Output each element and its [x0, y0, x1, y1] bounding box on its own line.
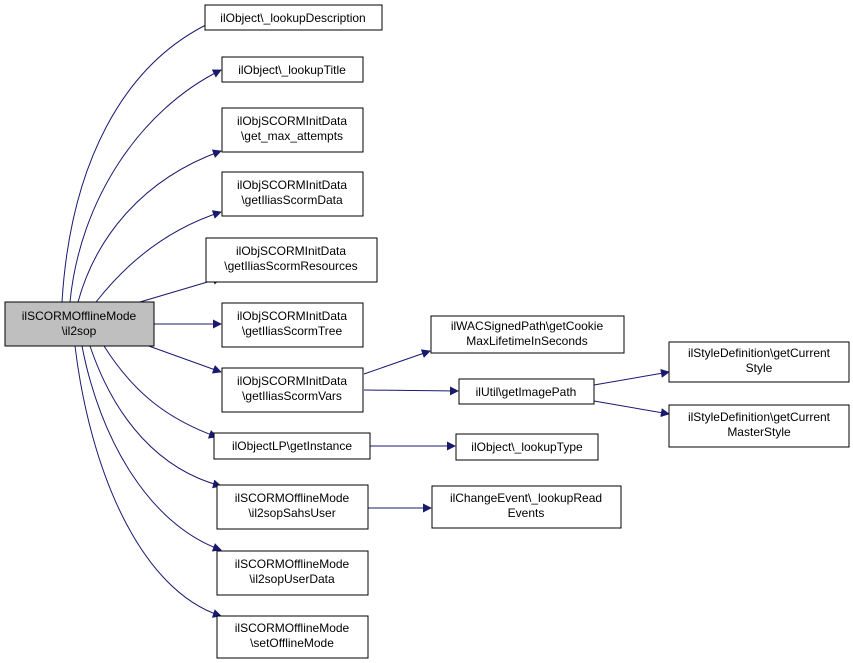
- svg-text:ilSCORMOfflineMode\il2sopSahsU: ilSCORMOfflineMode\il2sopSahsUser: [235, 491, 350, 520]
- edge-root-to-get-ilias-scorm-data: [95, 210, 222, 303]
- node-get-cookie-max-lifetime-line-1: ilWACSignedPath\getCookie: [451, 319, 604, 333]
- edge-root-to-il2sop-sahs-user: [89, 345, 222, 489]
- svg-text:ilObjSCORMInitData\getIliasSco: ilObjSCORMInitData\getIliasScormData: [237, 178, 347, 207]
- node-get-ilias-scorm-resources-line-1: ilObjSCORMInitData: [236, 244, 346, 258]
- node-get-current-style-line-2: Style: [746, 361, 773, 375]
- edge-vars-to-image-path: [363, 386, 459, 396]
- edge-image-path-to-current-master-style: [593, 400, 670, 418]
- svg-text:ilObjSCORMInitData\getIliasSco: ilObjSCORMInitData\getIliasScormResource…: [224, 244, 357, 273]
- edge-root-to-get-instance: [103, 345, 218, 439]
- node-lookup-title[interactable]: ilObject\_lookupTitle: [221, 56, 364, 83]
- node-lookup-description[interactable]: ilObject\_lookupDescription: [204, 4, 383, 31]
- node-set-offline-mode-line-2: \setOfflineMode: [250, 636, 334, 650]
- edges: [61, 16, 670, 618]
- edge-image-path-to-current-style: [593, 368, 670, 386]
- node-get-ilias-scorm-vars-line-2: \getIliasScormVars: [242, 389, 342, 403]
- node-il2sop-user-data-line-2: \il2sopUserData: [249, 572, 335, 586]
- node-lookup-read-events-line-1: ilChangeEvent\_lookupRead: [450, 491, 602, 505]
- edge-root-to-get-ilias-scorm-vars: [145, 344, 222, 374]
- node-set-offline-mode[interactable]: ilSCORMOfflineMode\setOfflineMode: [216, 615, 369, 659]
- node-lookup-title-label: ilObject\_lookupTitle: [238, 63, 346, 77]
- edge-root-to-il2sop-user-data: [81, 345, 222, 552]
- node-lookup-read-events-line-2: Events: [508, 506, 545, 520]
- node-get-ilias-scorm-vars[interactable]: ilObjSCORMInitData\getIliasScormVars: [221, 367, 364, 413]
- node-get-ilias-scorm-data[interactable]: ilObjSCORMInitData\getIliasScormData: [221, 171, 364, 217]
- node-get-ilias-scorm-vars-line-1: ilObjSCORMInitData: [237, 374, 347, 388]
- node-get-max-attempts-line-1: ilObjSCORMInitData: [237, 114, 347, 128]
- node-get-ilias-scorm-tree[interactable]: ilObjSCORMInitData\getIliasScormTree: [221, 302, 364, 348]
- node-lookup-type-label: ilObject\_lookupType: [471, 440, 583, 454]
- node-il2sop-user-data-line-1: ilSCORMOfflineMode: [235, 557, 350, 571]
- nodes: ilSCORMOfflineMode\il2sop ilObject\_look…: [4, 4, 850, 659]
- node-set-offline-mode-line-1: ilSCORMOfflineMode: [235, 621, 350, 635]
- svg-text:ilSCORMOfflineMode\setOfflineM: ilSCORMOfflineMode\setOfflineMode: [235, 621, 350, 650]
- node-il2sop-sahs-user[interactable]: ilSCORMOfflineMode\il2sopSahsUser: [216, 484, 369, 530]
- svg-text:ilObjSCORMInitData\getIliasSco: ilObjSCORMInitData\getIliasScormTree: [237, 309, 347, 338]
- node-root[interactable]: ilSCORMOfflineMode\il2sop: [4, 301, 155, 347]
- node-get-image-path-label: ilUtil\getImagePath: [476, 385, 577, 399]
- node-get-ilias-scorm-data-line-2: \getIliasScormData: [241, 193, 343, 207]
- node-get-ilias-scorm-resources-line-2: \getIliasScormResources: [224, 259, 357, 273]
- node-get-image-path[interactable]: ilUtil\getImagePath: [458, 378, 595, 405]
- node-get-max-attempts-line-2: \get_max_attempts: [241, 129, 343, 143]
- node-root-line-1: ilSCORMOfflineMode: [22, 309, 137, 323]
- node-get-cookie-max-lifetime-line-2: MaxLifetimeInSeconds: [466, 334, 587, 348]
- node-get-instance[interactable]: ilObjectLP\getInstance: [213, 432, 371, 460]
- svg-text:ilSCORMOfflineMode\il2sop: ilSCORMOfflineMode\il2sop: [22, 309, 137, 338]
- node-lookup-type[interactable]: ilObject\_lookupType: [455, 433, 599, 461]
- edge-root-to-get-max-attempts: [77, 149, 222, 303]
- node-root-line-2: \il2sop: [62, 324, 97, 338]
- node-lookup-description-label: ilObject\_lookupDescription: [220, 11, 365, 25]
- node-get-ilias-scorm-tree-line-2: \getIliasScormTree: [242, 324, 343, 338]
- node-get-current-style-line-1: ilStyleDefinition\getCurrent: [688, 346, 831, 360]
- svg-text:ilObjSCORMInitData\get_max_att: ilObjSCORMInitData\get_max_attempts: [237, 114, 347, 143]
- svg-text:ilObjSCORMInitData\getIliasSco: ilObjSCORMInitData\getIliasScormVars: [237, 374, 347, 403]
- node-get-current-master-style-line-2: MasterStyle: [727, 425, 791, 439]
- node-il2sop-user-data[interactable]: ilSCORMOfflineMode\il2sopUserData: [216, 550, 369, 596]
- node-il2sop-sahs-user-line-2: \il2sopSahsUser: [248, 506, 335, 520]
- node-get-ilias-scorm-data-line-1: ilObjSCORMInitData: [237, 178, 347, 192]
- node-il2sop-sahs-user-line-1: ilSCORMOfflineMode: [235, 491, 350, 505]
- edge-vars-to-cookie: [363, 349, 431, 375]
- edge-root-to-set-offline-mode: [74, 345, 222, 618]
- node-get-instance-label: ilObjectLP\getInstance: [232, 439, 352, 453]
- node-get-max-attempts[interactable]: ilObjSCORMInitData\get_max_attempts: [221, 107, 364, 153]
- svg-text:ilSCORMOfflineMode\il2sopUserD: ilSCORMOfflineMode\il2sopUserData: [235, 557, 350, 586]
- node-get-ilias-scorm-resources[interactable]: ilObjSCORMInitData\getIliasScormResource…: [205, 237, 378, 283]
- node-get-ilias-scorm-tree-line-1: ilObjSCORMInitData: [237, 309, 347, 323]
- edge-root-to-lookup-title: [69, 69, 222, 303]
- node-get-current-master-style-line-1: ilStyleDefinition\getCurrent: [688, 410, 831, 424]
- edge-root-to-lookup-description: [61, 16, 222, 303]
